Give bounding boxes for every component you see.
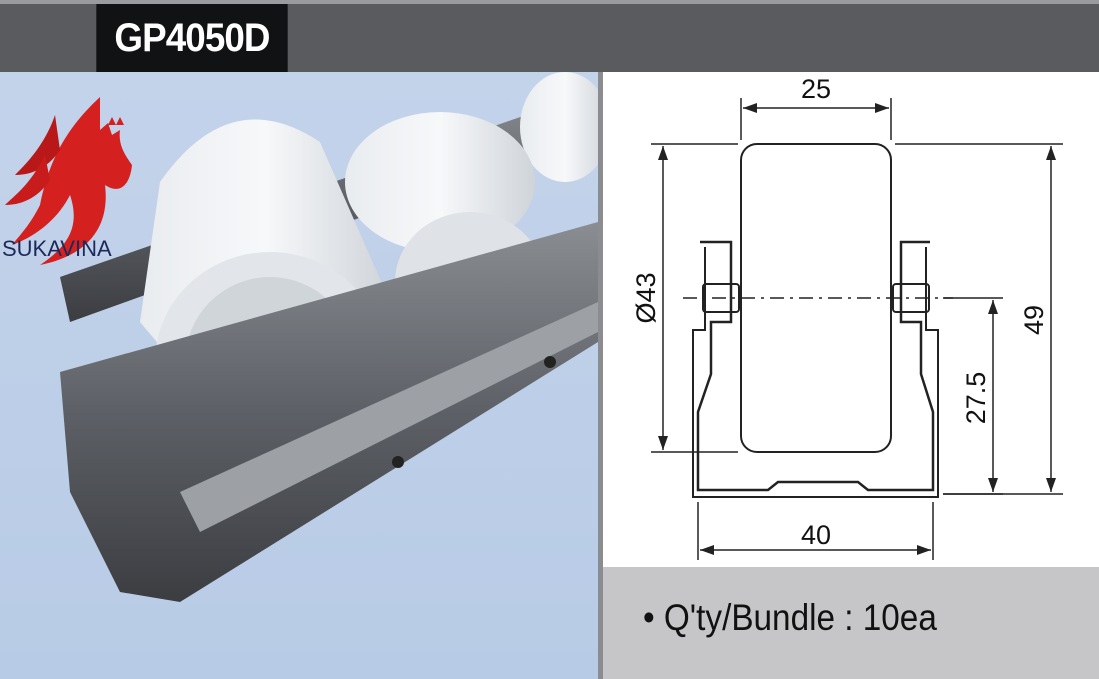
- dimension-drawing: 25 40 Ø43 27.5 49: [631, 74, 1063, 560]
- footer-bar: • Q'ty/Bundle : 10ea: [603, 567, 1099, 679]
- frame-profile: [696, 240, 935, 492]
- quantity-per-bundle: • Q'ty/Bundle : 10ea: [643, 597, 937, 638]
- dim-label-25: 25: [801, 74, 831, 104]
- panel-divider: [598, 72, 603, 679]
- dim-label-diameter: Ø43: [631, 272, 661, 323]
- rail-hole: [544, 356, 556, 368]
- technical-drawing: 25 40 Ø43 27.5 49: [603, 72, 1099, 567]
- rail-hole: [392, 456, 404, 468]
- sukavina-lion-logo-icon: [5, 97, 132, 265]
- dim-label-49: 49: [1019, 305, 1049, 335]
- model-title: GP4050D: [96, 4, 288, 72]
- product-photo: [0, 72, 598, 679]
- header-top-line: [0, 0, 1099, 4]
- roller-track-illustration: [60, 72, 598, 602]
- dim-label-27-5: 27.5: [961, 372, 991, 425]
- brand-name: SUKAVINA: [2, 236, 112, 261]
- roller-wheel-3: [520, 72, 598, 182]
- dim-label-40: 40: [801, 520, 831, 550]
- front-rail-lip: [180, 302, 598, 532]
